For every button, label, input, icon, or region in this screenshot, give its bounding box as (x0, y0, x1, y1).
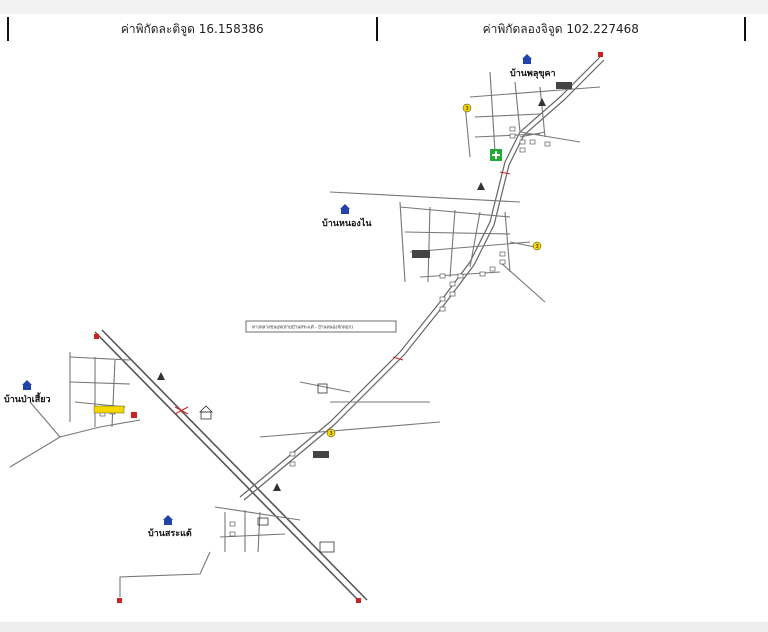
village-name-pa-siao: บ้านป่าเสี้ยว (4, 392, 51, 405)
village-icon-pa-siao (22, 380, 32, 390)
location-label-box (93, 405, 125, 414)
top-band (0, 0, 768, 14)
north-village-roads (464, 71, 601, 158)
svg-text:3: 3 (466, 106, 469, 112)
road-number-markers (326, 103, 542, 438)
rural-route (239, 56, 605, 501)
route-label: ทางหลวงชนบท(สายบ้านสระแต้ - บ้านหนองจักด… (245, 320, 397, 333)
road-number-labels: 3 3 3 (330, 106, 539, 437)
southwest-village-roads (9, 352, 141, 468)
middle-village-roads (329, 191, 546, 303)
temple-icon (157, 98, 546, 491)
endpoint-markers (94, 52, 603, 603)
village-name-sa-ae: บ้านสระแต้ (148, 528, 192, 539)
map-canvas: บ้านพลุขุคา บ้านหนองไน บ้านป่าเสี้ยว บ้า… (4, 52, 605, 603)
bottom-band (0, 622, 768, 632)
village-name-nong-nai: บ้านหนองไน (322, 217, 372, 229)
coordinates-bar: ค่าพิกัดละติจูด 16.158386 ค่าพิกัดลองจิจ… (7, 17, 746, 41)
health-center-cross-icon (490, 149, 502, 161)
spur-roads (259, 381, 441, 438)
svg-text:3: 3 (330, 431, 333, 437)
village-name-phu-khuk: บ้านพลุขุคา (510, 68, 556, 79)
building-blocks (99, 126, 551, 537)
village-icon-sa-ae (163, 515, 173, 525)
village-icon-phu-khuk (522, 54, 532, 64)
village-icon-nong-nai (340, 204, 350, 214)
main-highway (94, 329, 368, 603)
svg-text:ทางหลวงชนบท(สายบ้านสระแต้ - บ้: ทางหลวงชนบท(สายบ้านสระแต้ - บ้านหนองจักด… (252, 325, 353, 331)
longitude-cell: ค่าพิกัดลองจิจูด 102.227468 (375, 17, 746, 41)
svg-text:3: 3 (536, 244, 539, 250)
latitude-cell: ค่าพิกัดละติจูด 16.158386 (7, 17, 376, 41)
building-icon (199, 383, 335, 553)
south-village-roads (119, 506, 301, 597)
crossings (174, 171, 511, 415)
school-icon (313, 82, 572, 458)
